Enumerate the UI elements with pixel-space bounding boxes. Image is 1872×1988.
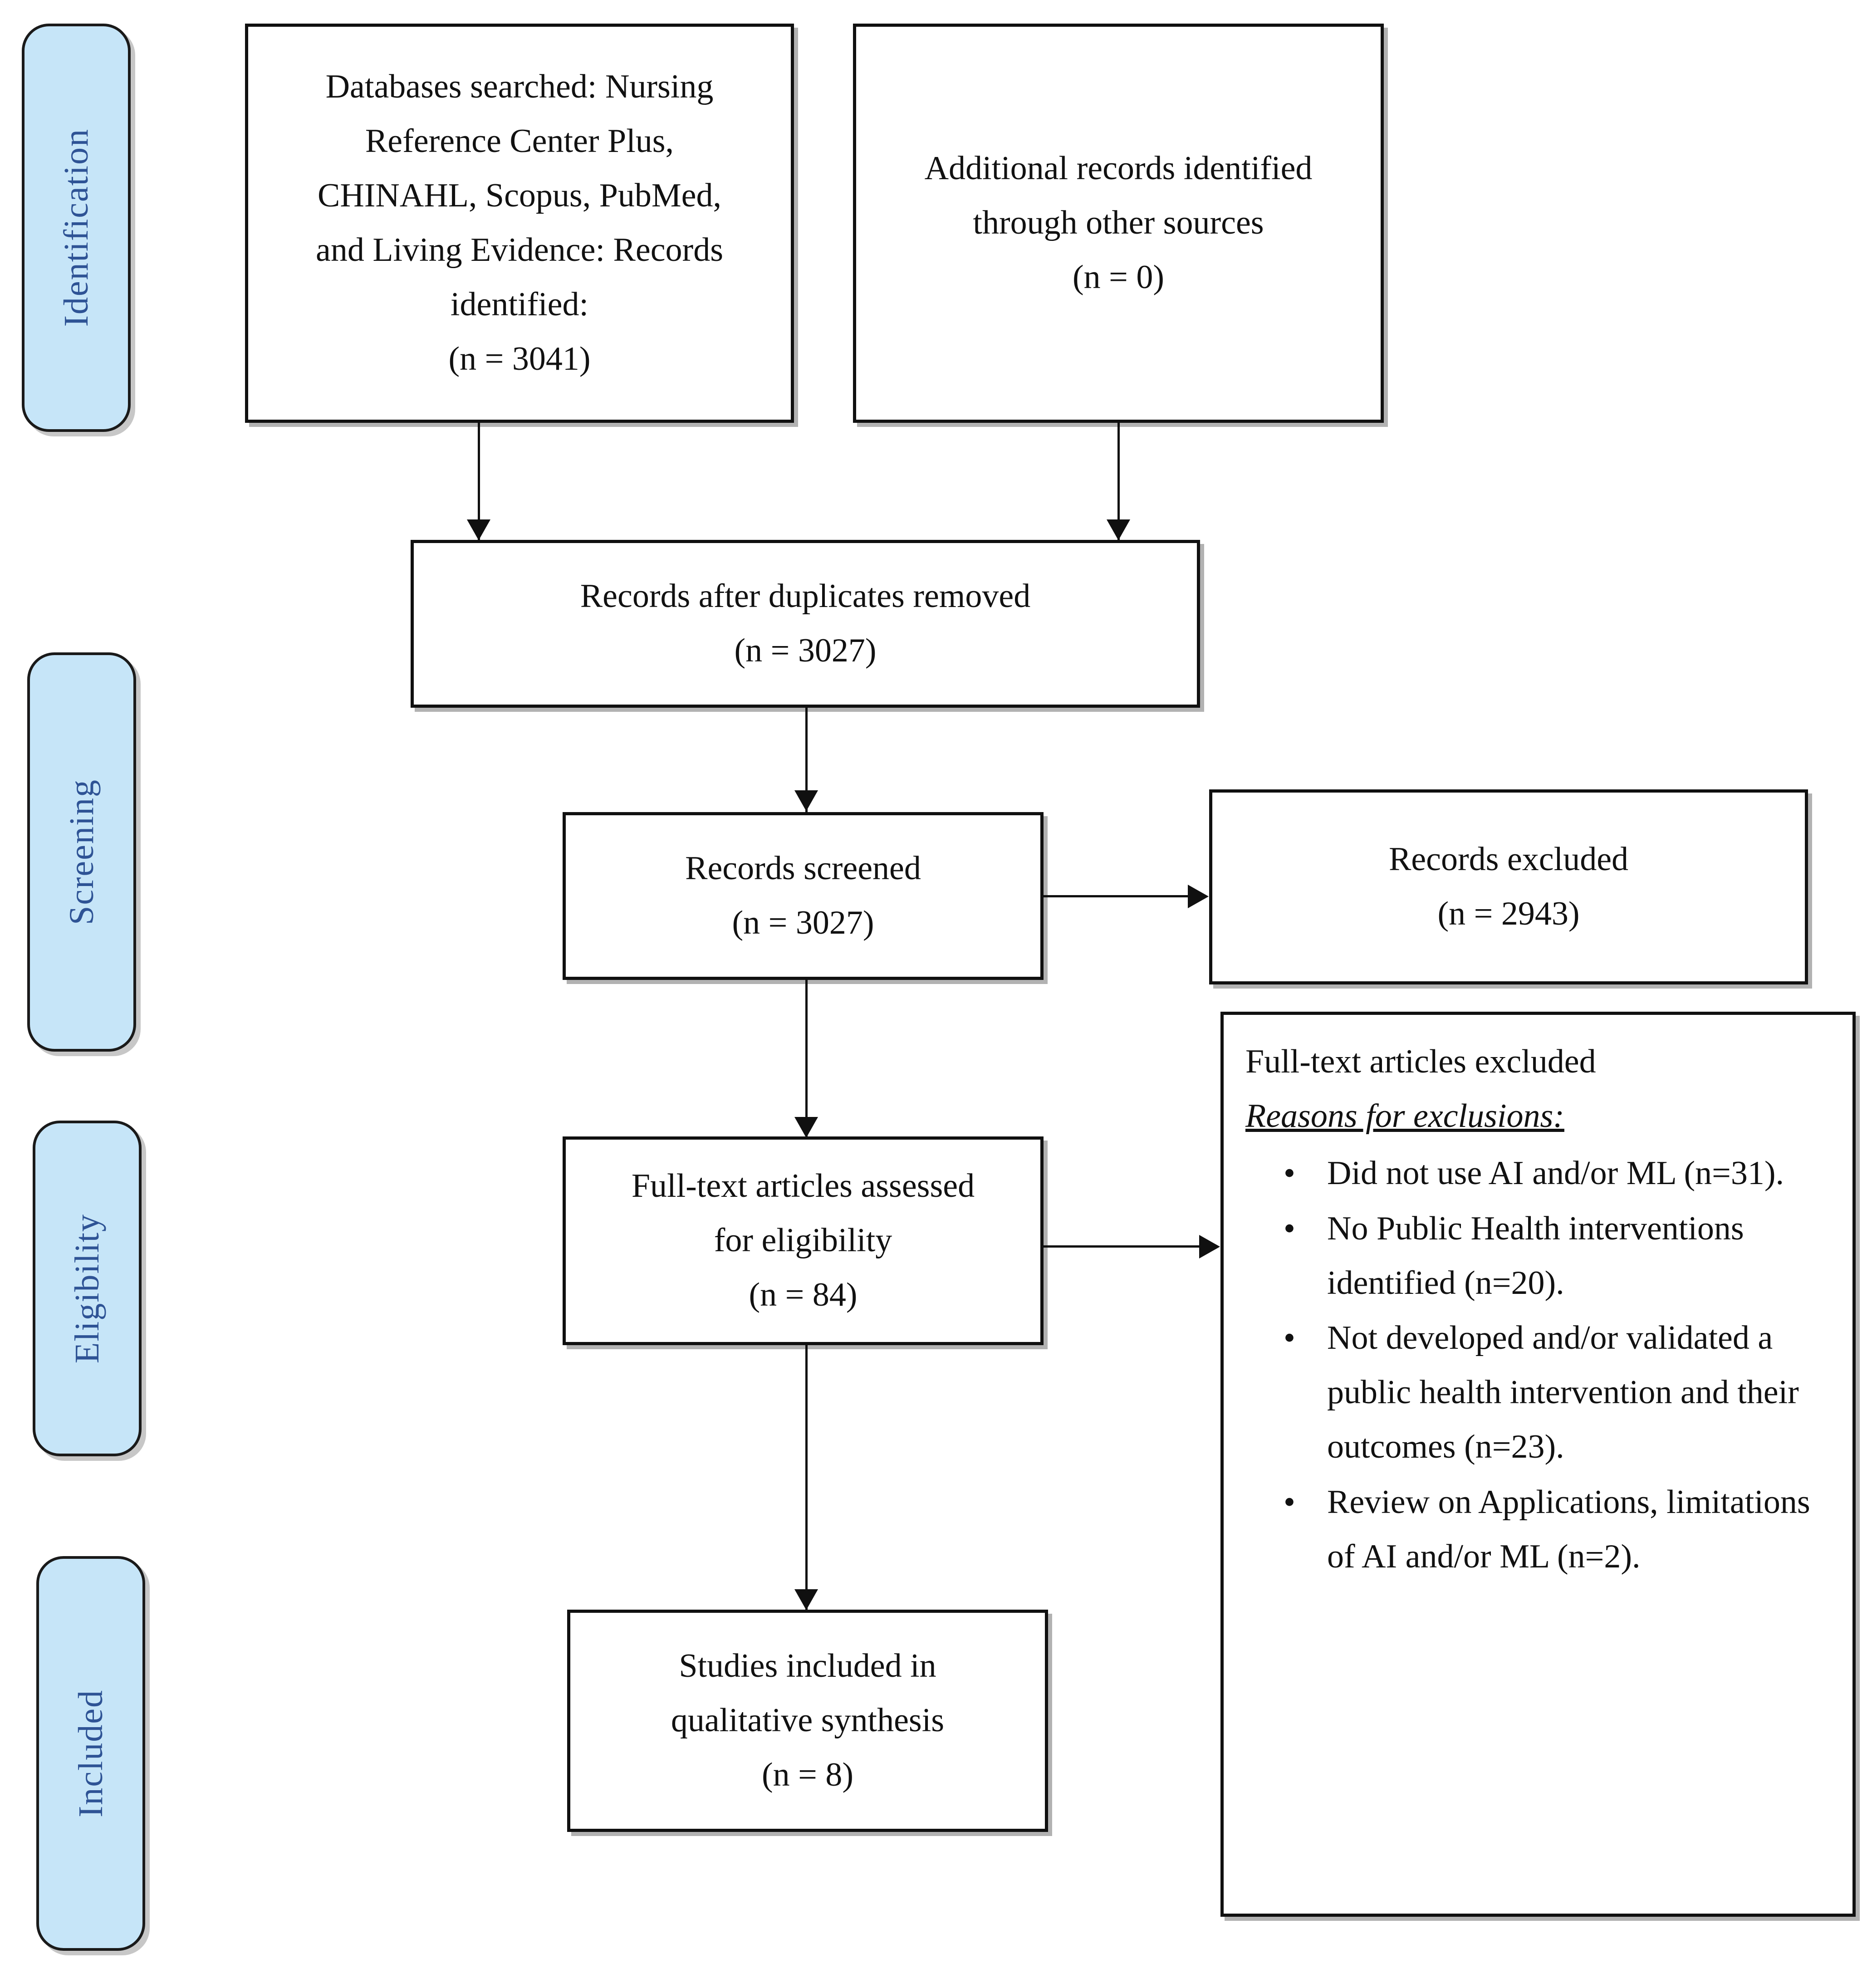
box-records-excluded: Records excluded (n = 2943) (1209, 789, 1808, 984)
bullet-icon: • (1284, 1484, 1295, 1521)
fulltext-excluded-title: Full-text articles excluded (1245, 1043, 1596, 1080)
fulltext-excluded-reason-list: • Did not use AI and/or ML (n=31). • No … (1245, 1146, 1834, 1585)
box-additional-records: Additional records identified through ot… (853, 24, 1384, 423)
additional-records-line-2: through other sources (973, 204, 1264, 242)
stage-label-eligibility: Eligibility (33, 1121, 142, 1456)
reason-text: No Public Health interventions identifie… (1327, 1209, 1744, 1302)
reason-text: Did not use AI and/or ML (n=31). (1327, 1154, 1784, 1192)
list-item: • Review on Applications, limitations of… (1284, 1475, 1834, 1584)
box-fulltext-assessed: Full-text articles assessed for eligibil… (563, 1136, 1044, 1345)
additional-records-count: (n = 0) (1072, 258, 1165, 296)
arrow-fulltext-to-included (794, 1589, 818, 1610)
connector-screened-to-fulltext (805, 980, 808, 1139)
additional-records-line-1: Additional records identified (924, 150, 1313, 187)
bullet-icon: • (1284, 1209, 1295, 1247)
duplicates-removed-title: Records after duplicates removed (580, 578, 1031, 615)
studies-included-count: (n = 8) (761, 1756, 854, 1793)
records-screened-title: Records screened (685, 850, 921, 887)
records-excluded-count: (n = 2943) (1437, 895, 1580, 932)
box-studies-included: Studies included in qualitative synthesi… (567, 1610, 1048, 1832)
stage-label-screening-text: Screening (62, 779, 101, 925)
bullet-icon: • (1284, 1319, 1295, 1357)
box-records-screened: Records screened (n = 3027) (563, 812, 1044, 980)
fulltext-assessed-line-2: for eligibility (714, 1222, 892, 1259)
reason-text: Review on Applications, limitations of A… (1327, 1484, 1810, 1575)
stage-label-included-text: Included (71, 1689, 110, 1817)
duplicates-removed-count: (n = 3027) (734, 632, 877, 669)
databases-searched-line-5: identified: (450, 285, 589, 323)
reason-text: Not developed and/or validated a public … (1327, 1319, 1799, 1466)
connector-databases-to-duplicates (478, 423, 480, 541)
arrow-duplicates-to-screened (794, 790, 818, 811)
databases-searched-count: (n = 3041) (448, 340, 591, 377)
databases-searched-line-3: CHINAHL, Scopus, PubMed, (317, 177, 722, 215)
studies-included-line-1: Studies included in (679, 1647, 936, 1685)
studies-included-line-2: qualitative synthesis (671, 1702, 945, 1739)
list-item: • Not developed and/or validated a publi… (1284, 1311, 1834, 1474)
databases-searched-line-4: and Living Evidence: Records (315, 231, 723, 269)
databases-searched-line-1: Databases searched: Nursing (325, 68, 714, 106)
fulltext-assessed-count: (n = 84) (749, 1276, 858, 1313)
stage-label-identification: Identification (22, 24, 131, 432)
stage-label-screening: Screening (27, 652, 136, 1052)
fulltext-assessed-line-1: Full-text articles assessed (631, 1167, 975, 1205)
list-item: • Did not use AI and/or ML (n=31). (1284, 1146, 1834, 1201)
connector-duplicates-to-screened (805, 708, 808, 812)
records-excluded-title: Records excluded (1388, 841, 1629, 878)
arrow-databases-to-duplicates (467, 519, 490, 540)
arrow-screened-to-excluded (1188, 885, 1209, 908)
connector-fulltext-to-excluded (1044, 1245, 1200, 1248)
stage-label-eligibility-text: Eligibility (68, 1213, 106, 1364)
connector-fulltext-to-included (805, 1345, 808, 1613)
box-duplicates-removed: Records after duplicates removed (n = 30… (411, 540, 1200, 708)
fulltext-excluded-subtitle: Reasons for exclusions: (1245, 1097, 1564, 1135)
box-fulltext-excluded: Full-text articles excluded Reasons for … (1220, 1012, 1856, 1917)
box-databases-searched: Databases searched: Nursing Reference Ce… (245, 24, 794, 423)
stage-label-included: Included (36, 1556, 145, 1951)
bullet-icon: • (1284, 1154, 1295, 1192)
arrow-additional-to-duplicates (1107, 519, 1130, 540)
connector-additional-to-duplicates (1117, 423, 1120, 541)
records-screened-count: (n = 3027) (732, 904, 874, 941)
stage-label-identification-text: Identification (57, 128, 95, 327)
databases-searched-line-2: Reference Center Plus, (365, 122, 674, 160)
arrow-screened-to-fulltext (794, 1117, 818, 1138)
connector-screened-to-excluded (1044, 895, 1189, 897)
list-item: • No Public Health interventions identif… (1284, 1202, 1834, 1311)
arrow-fulltext-to-excluded (1199, 1235, 1220, 1258)
